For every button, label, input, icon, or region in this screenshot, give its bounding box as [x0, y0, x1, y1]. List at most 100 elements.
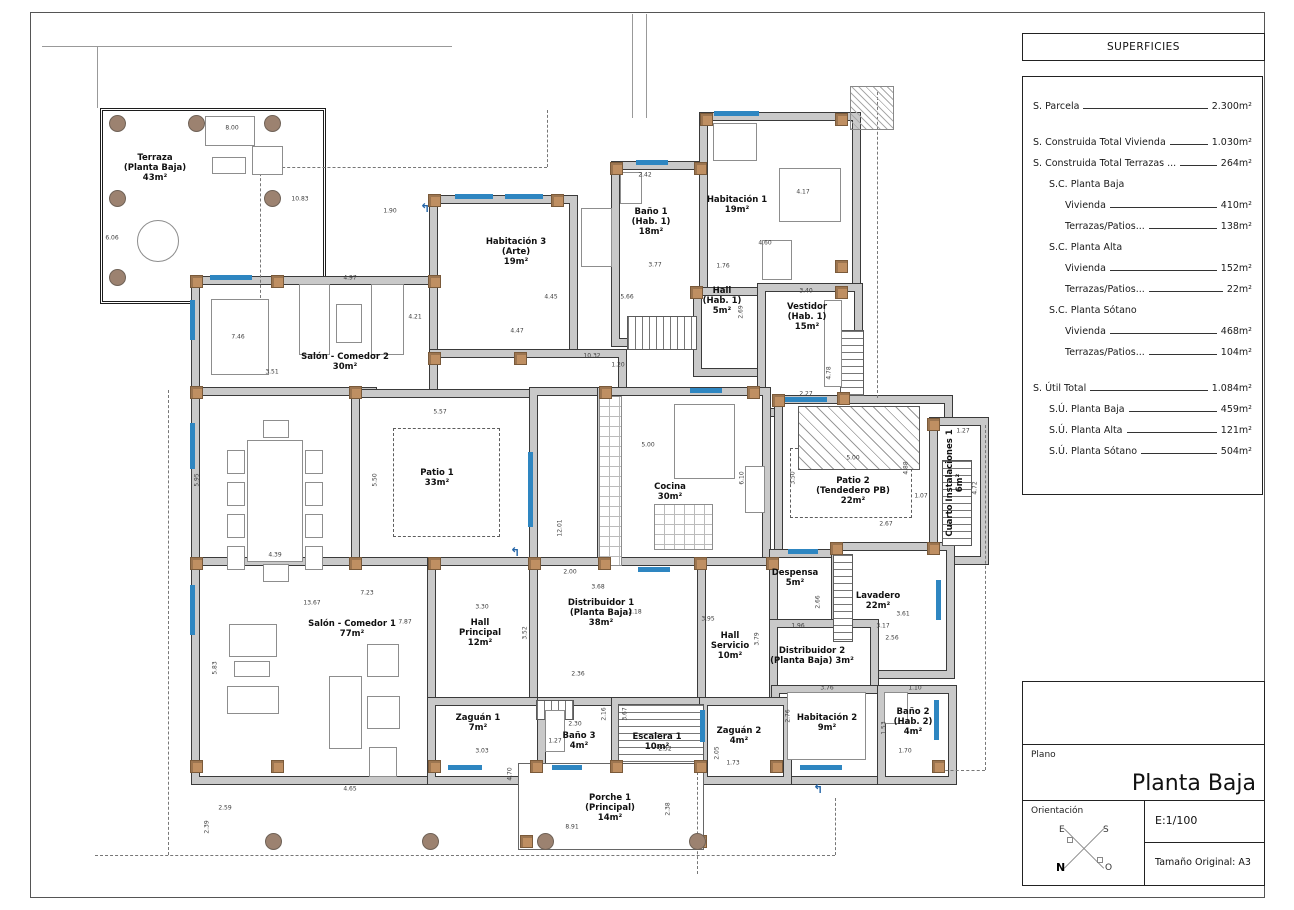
- column-square: [530, 760, 543, 773]
- furniture-rect: [745, 466, 765, 513]
- furniture-rect: [305, 514, 323, 538]
- dimension-label: 4.78: [825, 366, 833, 380]
- dimension-label: 6.10: [738, 471, 746, 485]
- leader-line: [1083, 108, 1208, 109]
- column-square: [349, 386, 362, 399]
- leader-line: [1109, 270, 1217, 271]
- leader-line: [1126, 432, 1217, 433]
- area-row-label: Terrazas/Patios...: [1065, 284, 1145, 295]
- column-square: [190, 557, 203, 570]
- dimension-label: 4.60: [758, 239, 772, 247]
- area-row-value: 1.030m²: [1211, 137, 1252, 148]
- room-label-vestidor: Vestidor(Hab. 1)15m²: [786, 301, 828, 333]
- window-marker: [190, 423, 195, 469]
- room-label-hall-hab-1: Hall(Hab. 1)5m²: [702, 285, 742, 317]
- furniture-rect: [247, 440, 303, 562]
- furniture-rect: [581, 208, 612, 267]
- dimension-label: 2.56: [885, 634, 899, 642]
- dimension-label: 1.53: [880, 721, 888, 735]
- column-square: [190, 760, 203, 773]
- dimension-label: 4.21: [408, 313, 422, 321]
- dimension-label: 4.65: [343, 785, 357, 793]
- column-round: [264, 190, 281, 207]
- furniture-rect: [229, 624, 277, 657]
- leader-line: [1141, 453, 1217, 454]
- dimension-label: 2.67: [879, 520, 893, 528]
- dimension-label: 12.01: [556, 519, 564, 537]
- dimension-label: 8.00: [225, 124, 239, 132]
- dimension-label: 3.30: [475, 603, 489, 611]
- furniture-rect: [371, 284, 404, 355]
- furniture-rect: [227, 514, 245, 538]
- dimension-label: 2.27: [799, 390, 813, 398]
- dimension-label: 2.05: [713, 746, 721, 760]
- window-marker: [448, 765, 482, 770]
- window-marker: [210, 275, 252, 280]
- window-marker: [638, 567, 670, 572]
- room-label-terraza: Terraza(Planta Baja)43m²: [123, 152, 187, 184]
- dimension-label: 4.88: [902, 461, 910, 475]
- dashed-line: [835, 798, 836, 855]
- dimension-label: 2.59: [218, 804, 232, 812]
- column-square: [772, 394, 785, 407]
- leader-line: [1109, 207, 1217, 208]
- column-round: [109, 115, 126, 132]
- title-block: Plano Planta Baja Orientación E S N O E:…: [1022, 681, 1265, 886]
- dimension-label: 4.70: [506, 767, 514, 781]
- furniture-rect: [227, 546, 245, 570]
- area-row-value: 504m²: [1220, 446, 1252, 457]
- column-square: [190, 275, 203, 288]
- compass-west: O: [1105, 863, 1113, 873]
- window-marker: [782, 397, 827, 402]
- dimension-label: 4.97: [343, 274, 357, 282]
- dimension-label: 3.61: [896, 610, 910, 618]
- furniture-rect: [211, 299, 269, 375]
- area-row: S.C. Planta Sótano: [1033, 295, 1252, 316]
- column-square: [835, 286, 848, 299]
- entry-arrow: ↰: [509, 545, 521, 559]
- column-square: [520, 835, 533, 848]
- column-square: [837, 392, 850, 405]
- column-square: [700, 113, 713, 126]
- column-square: [835, 113, 848, 126]
- column-round: [264, 115, 281, 132]
- dimension-label: 3.77: [648, 261, 662, 269]
- dimension-label: 3.95: [701, 615, 715, 623]
- column-square: [610, 162, 623, 175]
- plano-label: Plano: [1031, 750, 1056, 760]
- column-square: [428, 194, 441, 207]
- furniture-rect: [369, 747, 397, 777]
- room-label-bano-2: Baño 2(Hab. 2)4m²: [893, 706, 933, 738]
- leader-line: [1169, 144, 1208, 145]
- dimension-label: 1.76: [716, 262, 730, 270]
- room-label-distribuidor-2: Distribuidor 2(Planta Baja) 3m²: [770, 645, 854, 666]
- dimension-label: 2.42: [638, 171, 652, 179]
- dimension-label: 1.20: [611, 361, 625, 369]
- dimension-label: 4.47: [510, 327, 524, 335]
- dashed-line: [262, 167, 547, 168]
- column-square: [528, 557, 541, 570]
- column-square: [428, 275, 441, 288]
- window-marker: [552, 765, 582, 770]
- column-square: [551, 194, 564, 207]
- column-square: [428, 557, 441, 570]
- dashed-line: [940, 770, 985, 771]
- furniture-rect: [336, 304, 362, 343]
- area-row-value: 121m²: [1220, 425, 1252, 436]
- compass-north: N: [1056, 861, 1066, 874]
- furniture-rect: [263, 420, 289, 438]
- dimension-label: 5.50: [371, 473, 379, 487]
- logo-area: [1023, 682, 1264, 745]
- area-row-label: S.Ú. Planta Sótano: [1049, 446, 1138, 457]
